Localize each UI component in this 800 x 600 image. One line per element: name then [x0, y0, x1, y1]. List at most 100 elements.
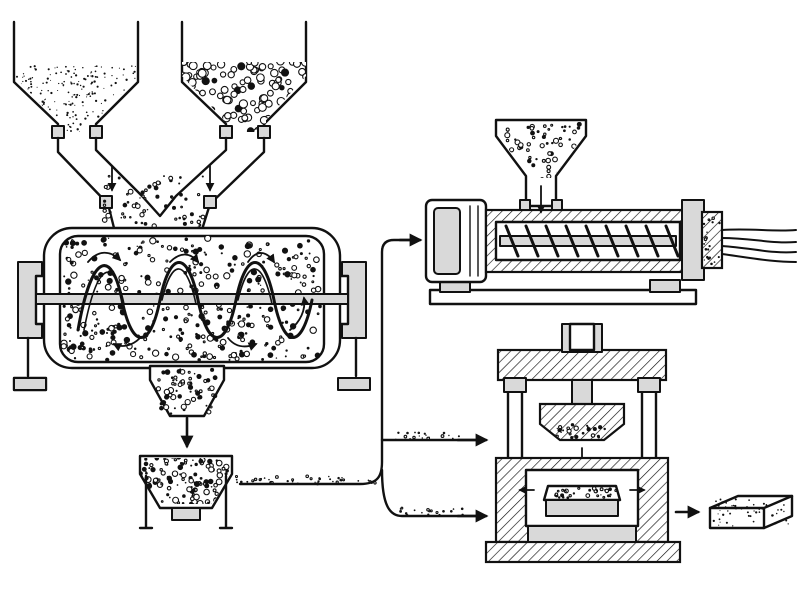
granule: [568, 125, 571, 128]
granule: [233, 263, 236, 266]
granule: [170, 458, 176, 459]
granule: [16, 75, 18, 78]
granule: [234, 352, 237, 354]
granule: [187, 370, 191, 374]
granule: [780, 508, 783, 511]
granule: [114, 289, 118, 293]
granule: [27, 88, 29, 90]
granule: [590, 433, 596, 438]
granule: [596, 434, 600, 438]
granule: [200, 214, 206, 220]
granule: [218, 244, 225, 250]
granule: [195, 390, 201, 396]
granule: [546, 169, 551, 174]
granule: [774, 522, 777, 525]
granule: [251, 479, 255, 483]
granule: [215, 459, 223, 467]
mixer-ribbon: [76, 261, 314, 339]
granule: [60, 343, 67, 350]
granule: [266, 89, 274, 97]
granule: [261, 357, 265, 361]
granule: [195, 323, 200, 328]
granule: [81, 134, 83, 136]
granule: [16, 89, 19, 92]
granule: [169, 335, 173, 339]
granule: [566, 496, 570, 500]
granule: [284, 271, 291, 278]
granule: [285, 122, 295, 132]
granule: [50, 79, 52, 81]
granule: [729, 498, 732, 501]
granule: [66, 111, 69, 115]
granule: [187, 384, 194, 390]
granule: [27, 124, 30, 127]
granule: [448, 434, 450, 437]
granule: [182, 92, 190, 102]
granule: [309, 477, 313, 481]
granule: [237, 317, 240, 320]
granule: [49, 74, 51, 76]
granule: [306, 239, 311, 243]
granule: [556, 489, 560, 493]
granule: [182, 494, 186, 498]
granule: [703, 237, 708, 241]
granule: [258, 247, 262, 252]
extruder-die-plate: [681, 199, 705, 281]
granule: [243, 76, 252, 85]
granule: [175, 379, 178, 382]
granule: [310, 266, 316, 273]
granule: [715, 500, 717, 503]
granule: [74, 74, 78, 77]
granule: [47, 132, 49, 134]
granule: [216, 468, 222, 474]
granule: [525, 148, 530, 153]
granule: [193, 126, 202, 132]
granule: [164, 204, 168, 209]
granule: [242, 317, 246, 321]
y-chute: [56, 136, 266, 238]
granule: [67, 287, 71, 290]
granule: [72, 116, 74, 118]
granule: [193, 472, 198, 477]
granule: [164, 351, 169, 357]
granule: [125, 78, 128, 81]
granule: [203, 266, 210, 274]
granule: [155, 281, 161, 287]
granule: [239, 85, 247, 94]
granule: [180, 403, 187, 410]
granule: [179, 247, 185, 252]
granule: [120, 94, 123, 96]
granule: [721, 501, 724, 503]
granule: [140, 242, 143, 244]
granule: [163, 316, 169, 322]
granule: [207, 501, 210, 504]
chute-flange-left: [99, 195, 113, 209]
granule: [340, 479, 343, 482]
granule: [570, 169, 576, 175]
granule: [282, 272, 286, 276]
granule: [171, 205, 177, 210]
granule: [749, 515, 752, 518]
granule: [397, 431, 400, 434]
granule: [711, 221, 714, 224]
granule: [421, 511, 423, 514]
granule: [568, 494, 572, 498]
granule: [703, 242, 706, 245]
granule: [154, 458, 160, 461]
granule: [516, 175, 522, 178]
granule: [704, 248, 708, 251]
granule: [234, 474, 239, 479]
granule: [181, 477, 185, 482]
granule: [135, 97, 137, 99]
granule: [20, 83, 22, 85]
granule: [202, 351, 208, 356]
granule: [81, 249, 88, 257]
granule: [190, 220, 194, 224]
granule: [68, 125, 71, 128]
granule: [179, 176, 182, 179]
granule: [290, 108, 299, 118]
granule: [92, 111, 94, 113]
granule: [293, 105, 301, 114]
granule: [194, 462, 198, 467]
granule: [747, 514, 750, 517]
